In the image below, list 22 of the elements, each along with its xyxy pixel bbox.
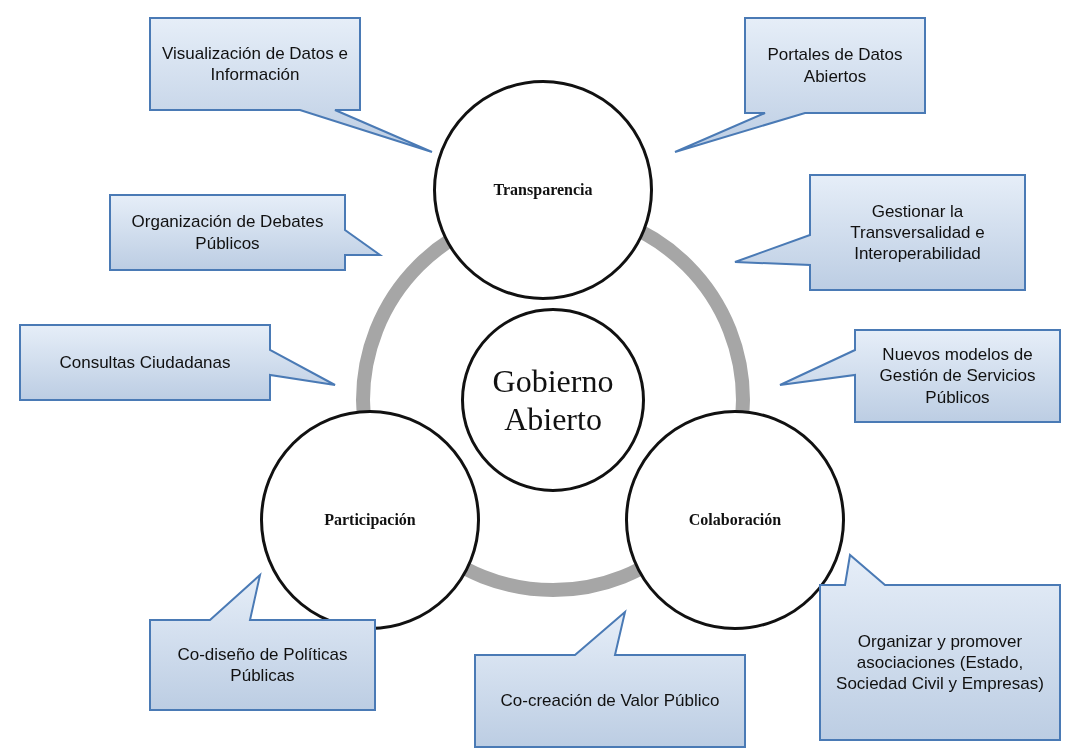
callout-bubble [150, 18, 432, 152]
callout-text: Organización de Debates Públicos [130, 211, 325, 255]
callout-text: Organizar y promover asociaciones (Estado, Sociedad Civil y Empresas) [835, 630, 1045, 696]
callout-text: Nuevos modelos de Gestión de Servicios Públicos [878, 344, 1037, 409]
circle-label: Transparencia [493, 181, 593, 199]
circle-label: Colaboración [688, 511, 782, 529]
callout-text: Portales de Datos Abiertos [766, 44, 904, 88]
callout-text: Co-diseño de Políticas Públicas [176, 643, 349, 687]
callout-text: Gestionar la Transversalidad e Interoperabilidad [849, 200, 986, 266]
callout-bubble [150, 575, 375, 710]
callout-bubble [675, 18, 925, 152]
circle-label: Participación [324, 511, 416, 529]
callout-bubble [735, 175, 1025, 290]
circle-label: Gobierno Abierto [491, 361, 615, 439]
callout-text: Consultas Ciudadanas [58, 351, 232, 374]
callout-bubble [20, 325, 335, 400]
callout-bubble [475, 612, 745, 747]
callout-bubble [780, 330, 1060, 422]
callout-bubble [820, 555, 1060, 740]
callout-text: Co-creación de Valor Público [499, 690, 721, 713]
callout-text: Visualización de Datos e Información [161, 42, 349, 86]
callout-bubble [110, 195, 380, 270]
